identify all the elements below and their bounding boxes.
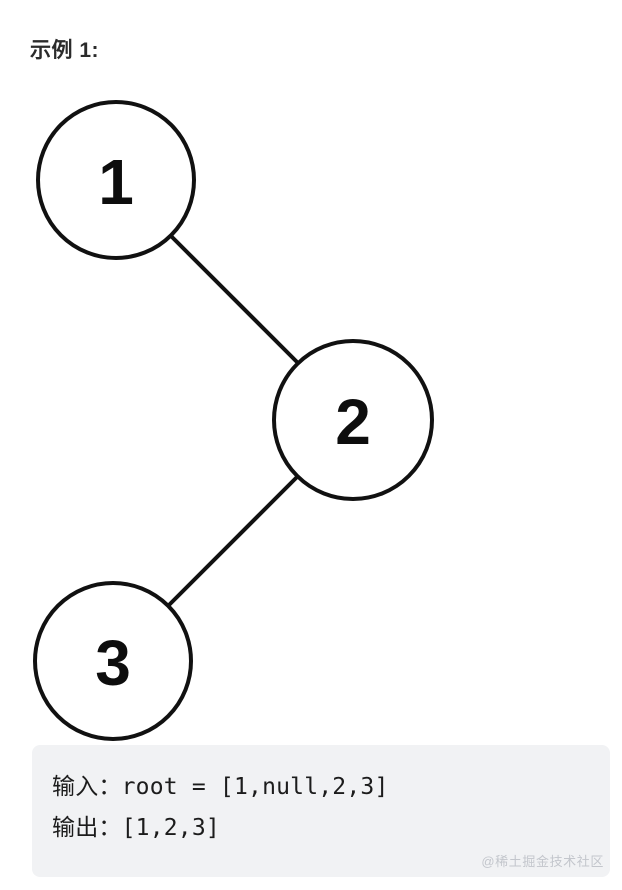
- tree-svg-canvas: 1 2 3: [33, 100, 434, 741]
- tree-node-1-circle: [36, 100, 196, 260]
- tree-edge-1-to-2: [169, 234, 300, 365]
- tree-node-1-label: 1: [98, 146, 134, 218]
- binary-tree-diagram: 1 2 3: [0, 80, 622, 760]
- tree-node-2: 2: [272, 339, 434, 501]
- tree-node-3: 3: [33, 581, 193, 741]
- tree-node-2-circle: [272, 339, 434, 501]
- code-block: 输入：root = [1,null,2,3] 输出：[1,2,3]: [32, 745, 610, 877]
- tree-node-3-label: 3: [95, 627, 131, 699]
- code-line-input: 输入：root = [1,null,2,3]: [52, 774, 389, 800]
- tree-node-2-label: 2: [335, 386, 371, 458]
- code-line-output: 输出：[1,2,3]: [52, 815, 220, 841]
- tree-node-3-circle: [33, 581, 193, 741]
- tree-edge-2-to-3: [167, 475, 299, 607]
- tree-node-1: 1: [36, 100, 196, 260]
- page-title: 示例 1:: [30, 39, 100, 62]
